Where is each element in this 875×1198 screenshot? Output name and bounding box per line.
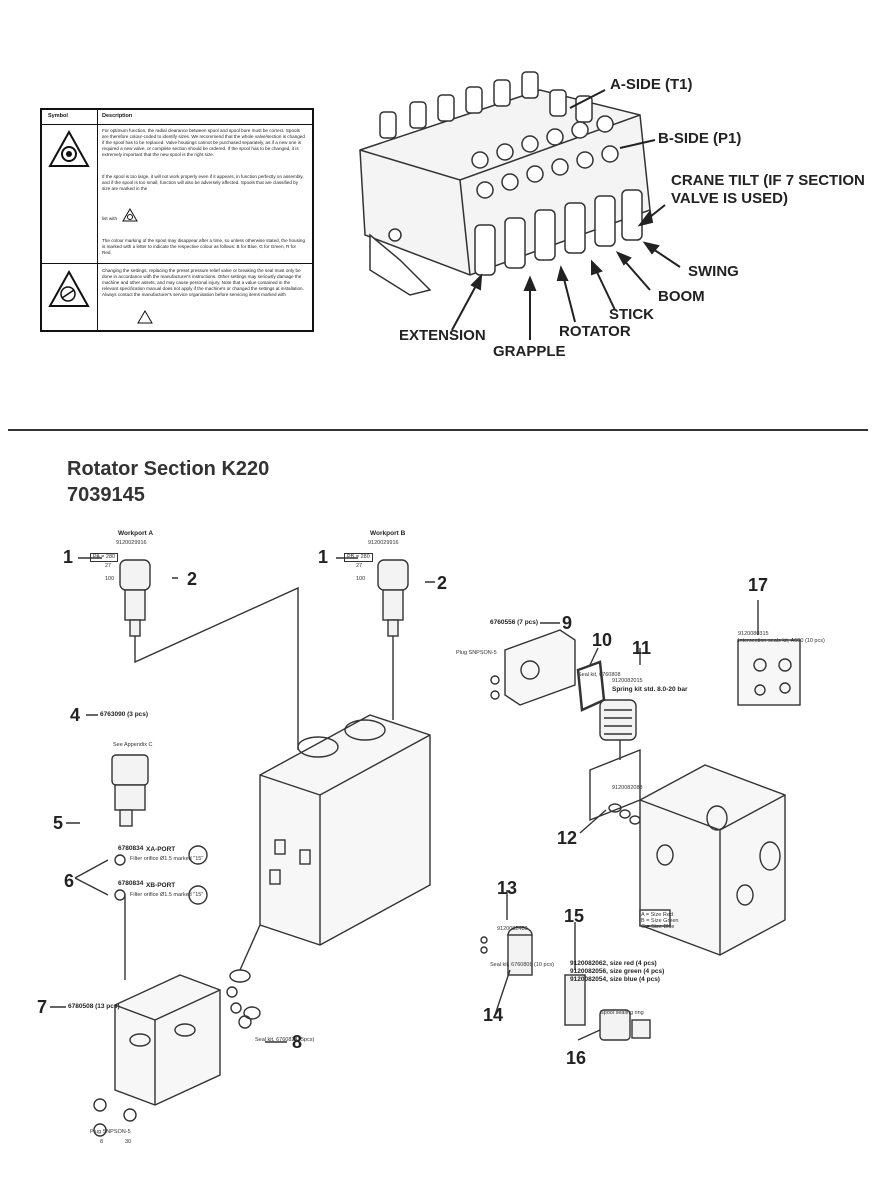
label-crane-tilt: CRANE TILT (IF 7 SECTION (671, 172, 865, 189)
workport-a-pn: 9120029916 (116, 540, 147, 546)
item9-label: 6760556 (7 pcs) (490, 619, 539, 626)
callout-11: 11 (632, 638, 652, 658)
item17-pn: 9120080315 (738, 631, 769, 637)
legend-row-divider (42, 263, 312, 264)
item14-label: Seal kit, 6760808 (10 pcs) (490, 962, 554, 968)
callout-17: 17 (748, 575, 769, 595)
callout-16: 16 (566, 1048, 587, 1068)
pa-280-tag: PA = 280 (90, 553, 119, 562)
callout-10: 10 (592, 630, 613, 650)
workport-b-pn: 9120029916 (368, 540, 399, 546)
callout-8: 8 (292, 1032, 303, 1052)
label-rotator: ROTATOR (559, 323, 631, 340)
item11-label: Spring kit std. 8.0-20 bar (612, 686, 688, 693)
callout-9: 9 (562, 613, 573, 633)
item10-label: Seal kit, 6760808 (578, 672, 621, 678)
label-swing: SWING (688, 263, 739, 280)
valve-bank-drawing (359, 71, 651, 296)
legend-header (42, 110, 312, 125)
item11-pn: 9120082015 (612, 678, 643, 684)
symbol-legend-table: Symbol Description For optimum function,… (40, 108, 314, 332)
item12-pn: 9120082083 (612, 785, 643, 791)
callout-6: 6 (64, 871, 75, 891)
item15-line3: 9120082054, size blue (4 pcs) (570, 976, 660, 983)
xa-port-label: XA-PORT (146, 846, 176, 853)
plug-label: Plug SNPSON-5 (90, 1129, 131, 1135)
torque-27-a: 27 (105, 563, 112, 569)
item4-note: See Appendix C (113, 742, 153, 748)
label-crane-tilt-2: VALVE IS USED) (671, 190, 788, 207)
legend-col-symbol: Symbol (48, 113, 68, 119)
callout-1a: 1 (63, 547, 74, 567)
item13-pn: 9120082480 (497, 926, 528, 932)
setting-mark-icon (137, 310, 153, 324)
section-part-number: 7039145 (67, 484, 145, 506)
spool-size-warning-icon (48, 130, 90, 167)
legend-col-divider (97, 110, 98, 330)
callout-7: 7 (37, 997, 48, 1017)
callout-1b: 1 (318, 547, 329, 567)
item15-line1: 9120082062, size red (4 pcs) (570, 960, 657, 967)
callout-13: 13 (497, 878, 518, 898)
legend-paragraph-5: Changing the settings, replacing the pre… (102, 268, 304, 297)
label-boom: BOOM (658, 288, 705, 305)
legend-paragraph-3: list with (102, 216, 118, 221)
item16-label: Spool sealing ring (600, 1010, 644, 1016)
size-table-3: C = Size Blue (641, 924, 675, 930)
torque-8: 8 (100, 1139, 104, 1145)
item17-label: Intersection seals kit, A600 (10 pcs) (738, 638, 825, 644)
section-title: Rotator Section K220 (67, 458, 270, 480)
exploded-parts-drawing (50, 557, 801, 1137)
xb-port-label: XB-PORT (146, 882, 176, 889)
pb-280-tag: PB = 280 (344, 553, 373, 562)
callout-2b: 2 (437, 573, 448, 593)
callout-4: 4 (70, 705, 81, 725)
legend-paragraph-4: The colour marking of the spool may disa… (102, 238, 305, 255)
label-stick: STICK (609, 306, 654, 323)
torque-27-b: 27 (356, 563, 363, 569)
torque-100-b: 100 (356, 576, 366, 582)
spool-mark-icon (122, 208, 138, 222)
size-table-2: B = Size Green (641, 918, 679, 924)
size-table-1: A = Size Red (641, 912, 673, 918)
label-a-side: A-SIDE (T1) (610, 76, 693, 93)
pn-6780834-b: 6780834 (118, 880, 144, 887)
label-grapple: GRAPPLE (493, 343, 566, 360)
section-divider (8, 429, 868, 431)
callout-5: 5 (53, 813, 64, 833)
item4-label: 6763090 (3 pcs) (100, 711, 149, 718)
label-extension: EXTENSION (399, 327, 486, 344)
top-label-arrows (451, 89, 681, 340)
filter-b-note: Filter orifice Ø1.5 marked "15" (130, 892, 204, 898)
callout-14: 14 (483, 1005, 504, 1025)
legend-paragraph-1: For optimum function, the radial clearan… (102, 128, 305, 157)
item9-plug: Plug SNPSON-5 (456, 650, 497, 656)
item15-line2: 9120082056, size green (4 pcs) (570, 968, 665, 975)
workport-a-label: Workport A (118, 530, 154, 537)
workport-b-label: Workport B (370, 530, 406, 537)
filter-a-note: Filter orifice Ø1.5 marked "15" (130, 856, 204, 862)
callout-2a: 2 (187, 569, 198, 589)
pn-6780834-a: 6780834 (118, 845, 144, 852)
torque-30: 30 (125, 1139, 132, 1145)
legend-col-description: Description (102, 113, 133, 119)
callout-15: 15 (564, 906, 585, 926)
pressure-setting-warning-icon (48, 270, 90, 307)
torque-100-a: 100 (105, 576, 115, 582)
label-b-side: B-SIDE (P1) (658, 130, 742, 147)
callout-12: 12 (557, 828, 578, 848)
legend-paragraph-2: If the spool is too large, it will not w… (102, 174, 304, 191)
item7-label: 6780508 (13 pcs) (68, 1003, 120, 1010)
item8-label: Seal kit, 6760824 (5pcs) (255, 1037, 315, 1043)
